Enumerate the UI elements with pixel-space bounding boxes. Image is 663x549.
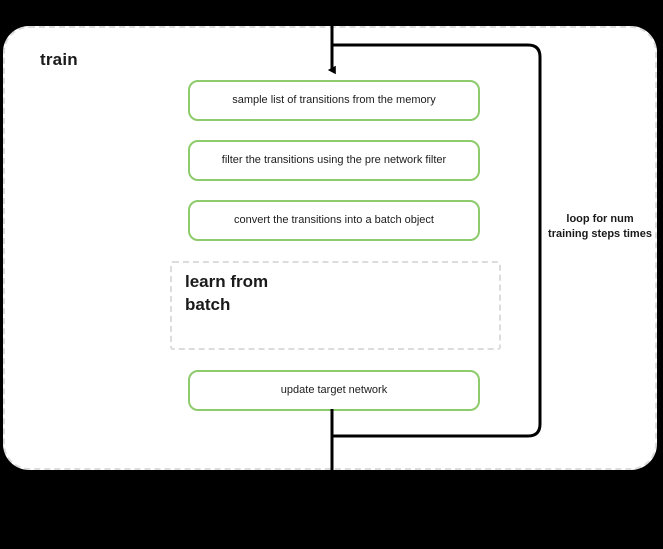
train-block: train sample list of transitions from th… <box>3 26 657 470</box>
learn-from-batch-block[interactable]: learn from batch <box>170 261 501 350</box>
loop-caption: loop for num training steps times <box>548 213 652 240</box>
step-node-filter[interactable]: filter the transitions using the pre net… <box>188 140 480 181</box>
step-label: update target network <box>280 383 388 396</box>
step-node-convert[interactable]: convert the transitions into a batch obj… <box>188 200 480 241</box>
learn-from-batch-title: learn from batch <box>185 272 269 314</box>
step-node-update-target-network[interactable]: update target network <box>188 370 480 411</box>
step-label: convert the transitions into a batch obj… <box>234 213 434 226</box>
step-label: sample list of transitions from the memo… <box>232 93 436 106</box>
train-block-title: train <box>40 50 78 69</box>
step-label: filter the transitions using the pre net… <box>221 153 447 166</box>
step-node-sample[interactable]: sample list of transitions from the memo… <box>188 80 480 121</box>
